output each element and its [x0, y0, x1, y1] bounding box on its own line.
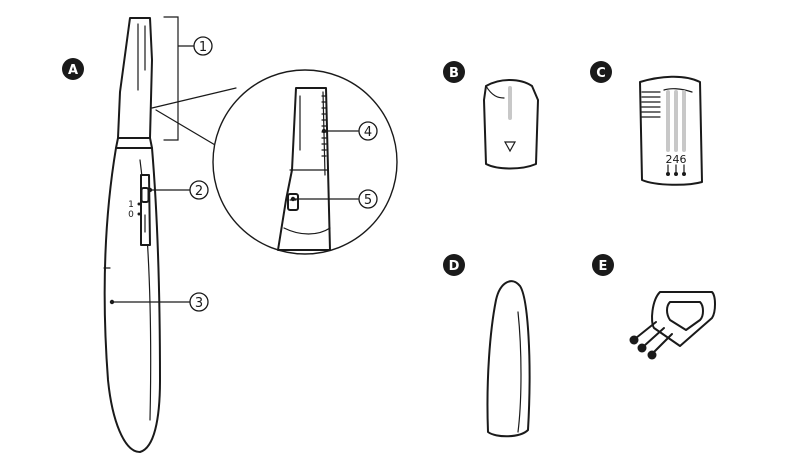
badge-c: C: [590, 61, 612, 83]
svg-text:E: E: [599, 259, 608, 274]
badge-b: B: [443, 61, 465, 83]
attachment-b-comb: [484, 80, 538, 169]
trimmer-neck: [116, 138, 152, 148]
callout-5: 5: [359, 190, 377, 208]
power-switch: [141, 175, 150, 245]
svg-text:3: 3: [195, 296, 203, 311]
svg-text:2: 2: [195, 184, 203, 199]
callout-3: 3: [190, 293, 208, 311]
trimmer-handle: [105, 148, 160, 452]
switch-mark-on: 1: [128, 200, 134, 210]
callout-1: 1: [194, 37, 212, 55]
head-bracket: [164, 17, 194, 140]
svg-text:A: A: [68, 63, 78, 78]
badge-e: E: [592, 254, 614, 276]
svg-text:D: D: [449, 259, 460, 274]
badge-d: D: [443, 254, 465, 276]
callout-2: 2: [190, 181, 208, 199]
badge-a: A: [62, 58, 84, 80]
zoom-detail: [152, 70, 397, 254]
attachment-d-cap: [487, 281, 529, 436]
attachment-c-comb: 246: [640, 77, 702, 185]
trimmer-main-unit: 1 0: [104, 18, 160, 452]
switch-mark-off: 0: [128, 210, 134, 220]
svg-text:C: C: [596, 66, 606, 81]
svg-text:4: 4: [364, 125, 372, 140]
callout-4: 4: [359, 122, 377, 140]
comb-length-marks: 246: [666, 153, 687, 166]
svg-text:1: 1: [199, 40, 207, 55]
svg-text:5: 5: [364, 193, 372, 208]
svg-text:B: B: [449, 66, 459, 81]
attachment-e-brush: [630, 292, 716, 360]
trimmer-head: [118, 18, 152, 138]
